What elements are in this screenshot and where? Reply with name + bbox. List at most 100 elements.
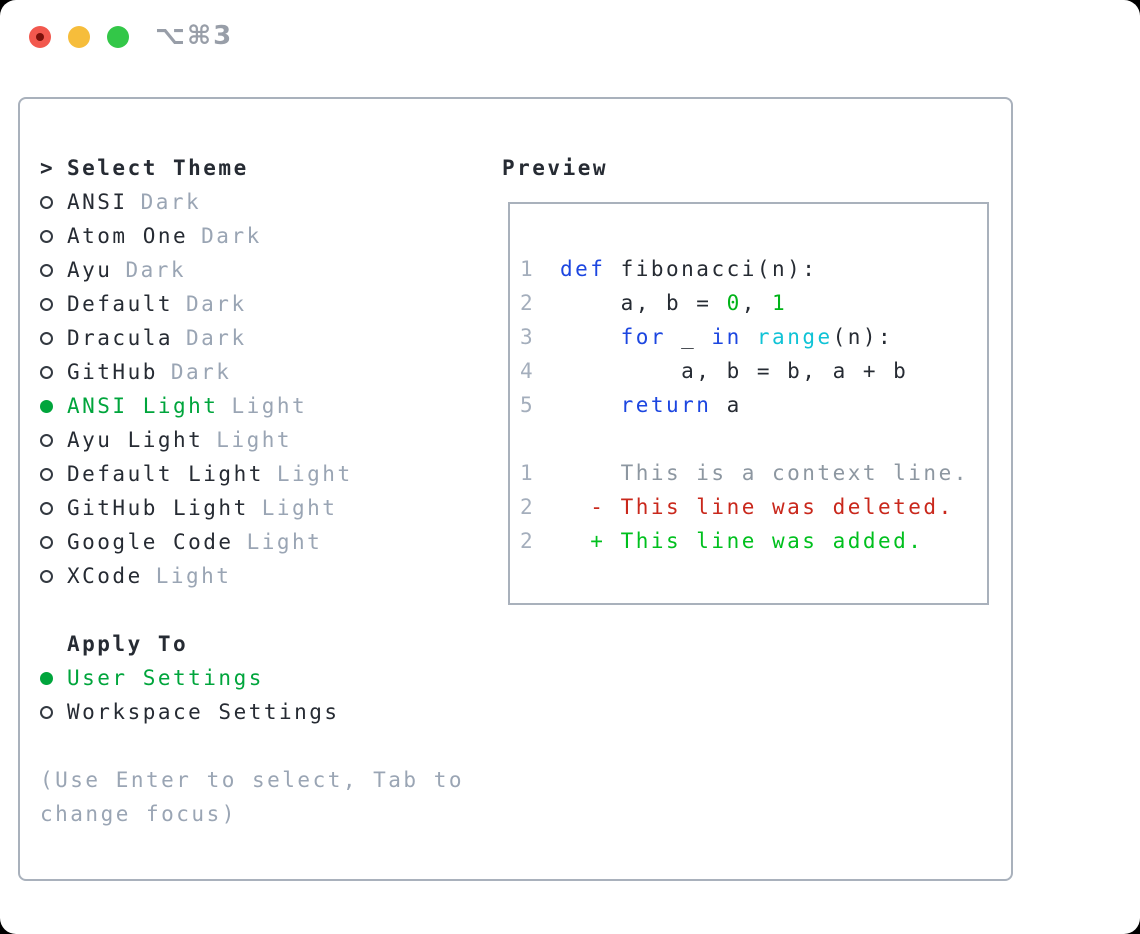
radio-unselected-icon xyxy=(40,467,67,481)
theme-option-xcode[interactable]: XCode Light xyxy=(40,559,464,593)
theme-variant-label: Light xyxy=(216,428,293,452)
help-text: (Use Enter to select, Tab to xyxy=(40,768,465,792)
code-line: 2 + This line was added. xyxy=(520,524,979,558)
apply-to-title: Apply To xyxy=(67,632,189,656)
code-line: 4 a, b = b, a + b xyxy=(520,354,979,388)
code-token: This is a context line. xyxy=(560,461,969,485)
preview-title: Preview xyxy=(502,156,609,180)
apply-option-user-settings[interactable]: User Settings xyxy=(40,661,464,695)
code-token: range xyxy=(756,325,833,349)
code-token: 1 xyxy=(772,291,788,315)
window-controls xyxy=(29,26,129,48)
theme-option-label: Google Code xyxy=(67,530,234,554)
radio-unselected-icon xyxy=(40,365,67,379)
theme-option-label: Ayu xyxy=(67,258,113,282)
line-number: 2 xyxy=(520,529,536,553)
theme-option-label: Ayu Light xyxy=(67,428,204,452)
code-token: - This line was deleted. xyxy=(560,495,954,519)
theme-option-default[interactable]: Default Dark xyxy=(40,287,464,321)
code-token xyxy=(742,325,757,349)
apply-option-label: Workspace Settings xyxy=(67,700,340,724)
apply-option-workspace-settings[interactable]: Workspace Settings xyxy=(40,695,464,729)
theme-list-header: > Select Theme xyxy=(40,151,464,185)
zoom-button[interactable] xyxy=(107,26,129,48)
code-token: _ xyxy=(666,325,712,349)
code-line: 3 for _ in range(n): xyxy=(520,320,979,354)
theme-option-ansi[interactable]: ANSI Dark xyxy=(40,185,464,219)
code-blank-line xyxy=(520,422,979,456)
theme-option-label: Default xyxy=(67,292,174,316)
line-number: 1 xyxy=(520,257,536,281)
theme-variant-label: Light xyxy=(246,530,323,554)
code-line: 1 This is a context line. xyxy=(520,456,979,490)
theme-option-ayu-light[interactable]: Ayu Light Light xyxy=(40,423,464,457)
theme-list-title: Select Theme xyxy=(67,156,249,180)
theme-variant-label: Dark xyxy=(140,190,202,214)
radio-unselected-icon xyxy=(40,263,67,277)
theme-variant-label: Light xyxy=(231,394,308,418)
theme-option-label: XCode xyxy=(67,564,143,588)
focus-arrow-icon: > xyxy=(40,156,56,180)
theme-variant-label: Dark xyxy=(125,258,187,282)
radio-unselected-icon xyxy=(40,433,67,447)
theme-variant-label: Dark xyxy=(186,326,247,350)
code-token xyxy=(560,325,621,349)
code-token: (n): xyxy=(832,325,894,349)
code-line: 2 a, b = 0, 1 xyxy=(520,286,979,320)
close-button[interactable] xyxy=(29,26,51,48)
code-token: + This line was added. xyxy=(560,529,924,553)
theme-option-label: ANSI xyxy=(67,190,128,214)
theme-variant-label: Light xyxy=(155,564,232,588)
theme-option-label: Dracula xyxy=(67,326,174,350)
line-number: 1 xyxy=(520,461,536,485)
code-token: 0 xyxy=(726,291,742,315)
line-number: 2 xyxy=(520,291,536,315)
theme-option-dracula[interactable]: Dracula Dark xyxy=(40,321,464,355)
theme-option-ansi-light[interactable]: ANSI Light Light xyxy=(40,389,464,423)
radio-unselected-icon xyxy=(40,501,67,515)
theme-variant-label: Dark xyxy=(186,292,247,316)
theme-option-github[interactable]: GitHub Dark xyxy=(40,355,464,389)
radio-unselected-icon xyxy=(40,331,67,345)
theme-variant-label: Light xyxy=(261,496,338,520)
theme-option-google-code[interactable]: Google Code Light xyxy=(40,525,464,559)
code-line: 5 return a xyxy=(520,388,979,422)
code-token: , xyxy=(741,291,773,315)
help-text-line: change focus) xyxy=(40,797,464,831)
theme-variant-label: Dark xyxy=(170,360,232,384)
radio-unselected-icon xyxy=(40,229,67,243)
code-token: for xyxy=(620,325,667,349)
radio-unselected-icon xyxy=(40,535,67,549)
line-number: 5 xyxy=(520,393,536,417)
radio-unselected-icon xyxy=(40,569,67,583)
line-number: 2 xyxy=(520,495,536,519)
radio-unselected-icon xyxy=(40,297,67,311)
theme-option-atom-one[interactable]: Atom One Dark xyxy=(40,219,464,253)
theme-option-label: Default Light xyxy=(67,462,264,486)
theme-option-label: GitHub xyxy=(67,360,158,384)
code-token: a, b = xyxy=(560,291,727,315)
code-token: a xyxy=(711,393,742,417)
minimize-button[interactable] xyxy=(68,26,90,48)
theme-variant-label: Dark xyxy=(201,224,262,248)
theme-option-label: GitHub Light xyxy=(67,496,249,520)
spacer-row xyxy=(40,593,464,627)
code-token: in xyxy=(711,325,742,349)
theme-option-label: Atom One xyxy=(67,224,189,248)
radio-unselected-icon xyxy=(40,195,67,209)
line-number: 3 xyxy=(520,325,536,349)
theme-option-github-light[interactable]: GitHub Light Light xyxy=(40,491,464,525)
radio-unselected-icon xyxy=(40,705,67,719)
theme-option-label: ANSI Light xyxy=(67,394,219,418)
code-token: def xyxy=(560,257,606,281)
unsaved-dot-icon xyxy=(36,33,44,41)
theme-option-ayu[interactable]: Ayu Dark xyxy=(40,253,464,287)
help-text: change focus) xyxy=(40,802,237,826)
code-line: 2 - This line was deleted. xyxy=(520,490,979,524)
